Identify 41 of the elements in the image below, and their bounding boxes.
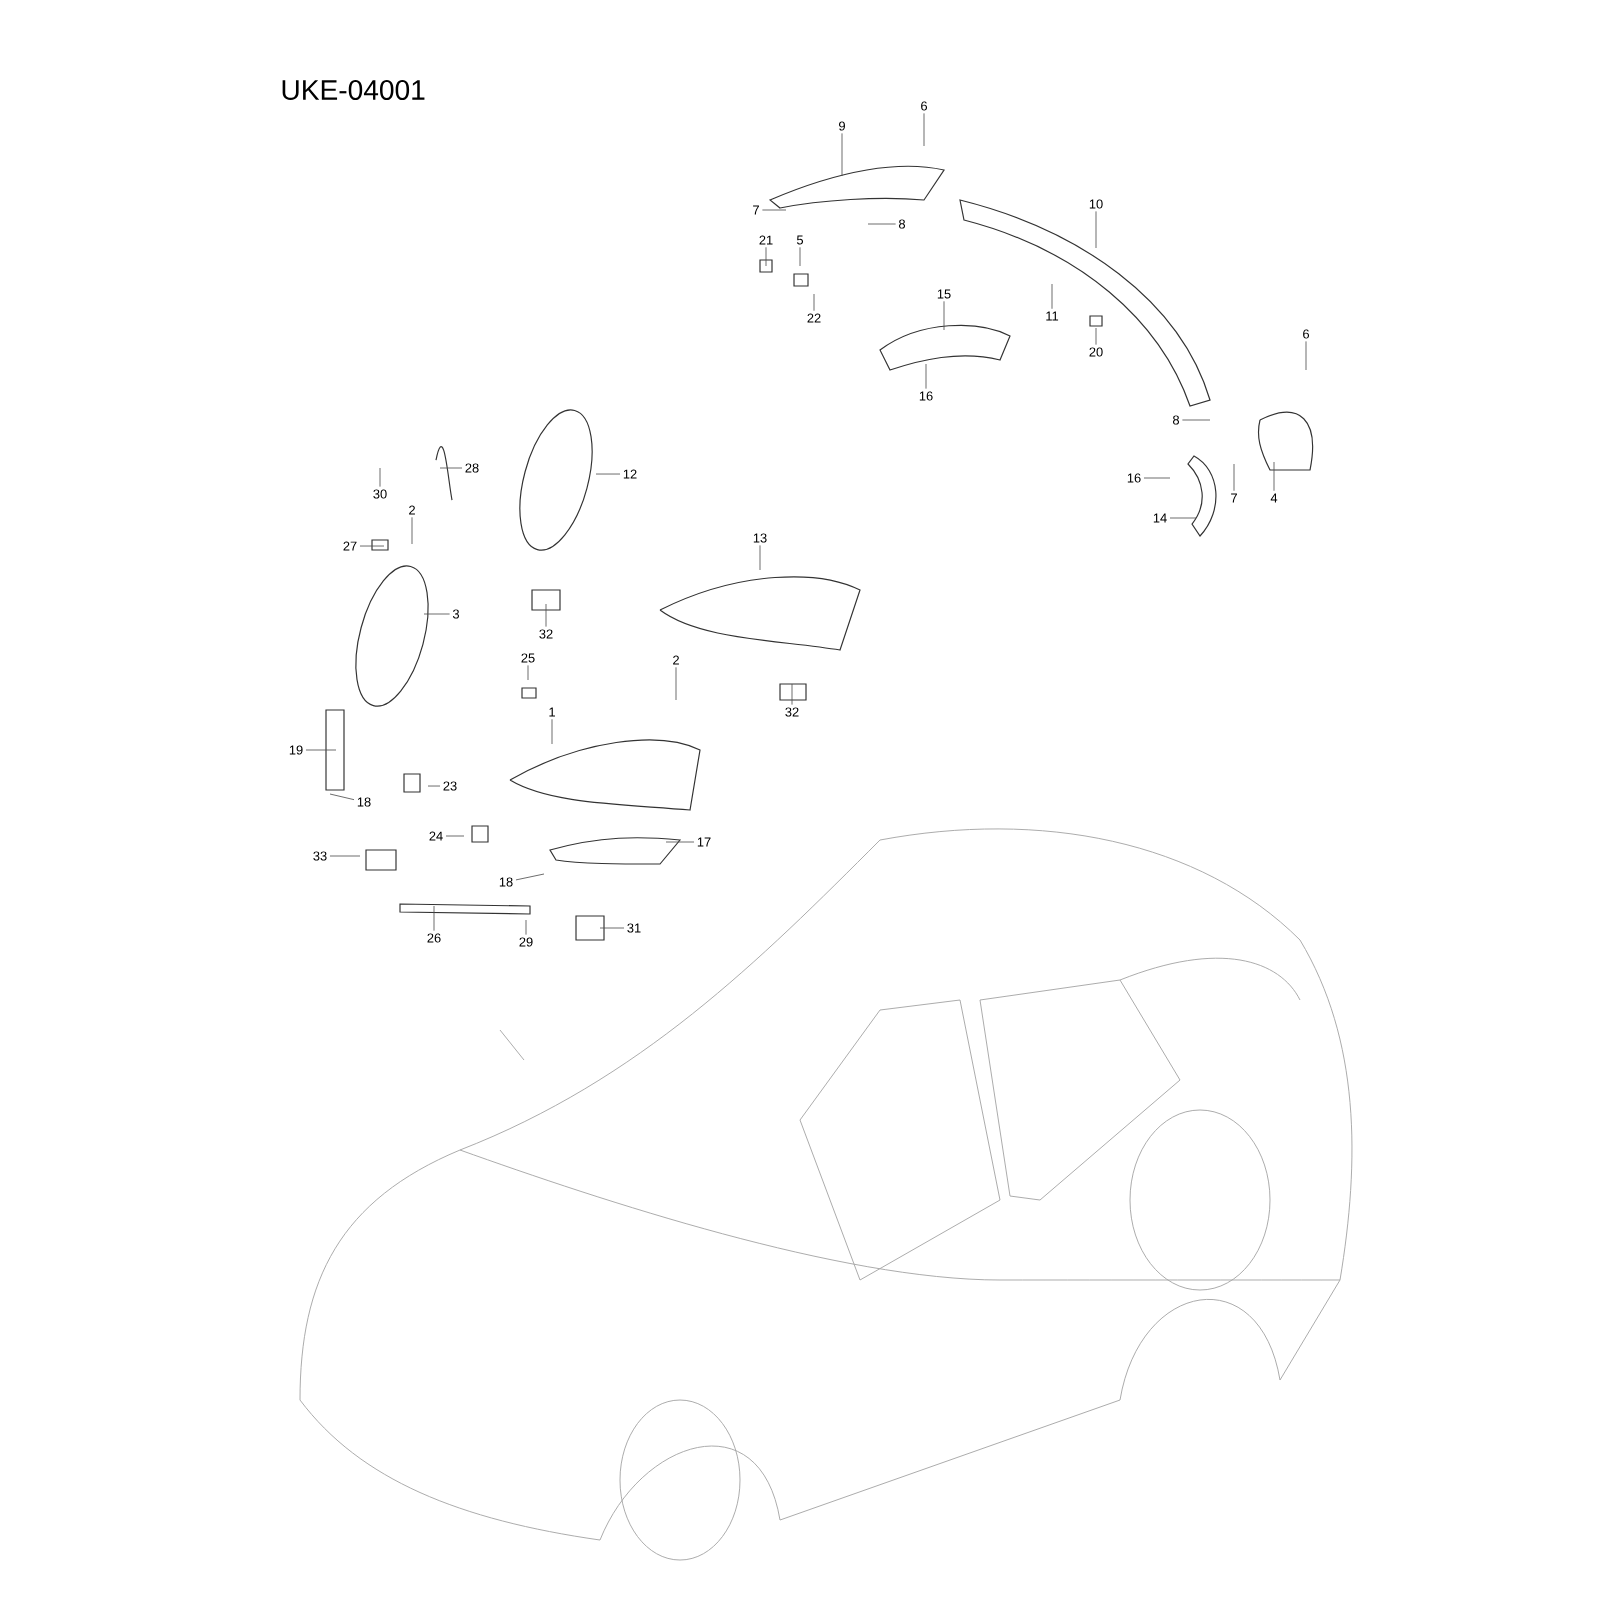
leader-line — [379, 467, 381, 488]
leader-line — [551, 718, 553, 745]
leader-line — [765, 246, 767, 267]
leader-line — [527, 665, 529, 681]
leader-line — [1143, 477, 1171, 479]
leader-line — [867, 223, 896, 225]
leader-line — [359, 545, 385, 547]
leader-line — [545, 603, 547, 628]
leader-line — [1233, 463, 1235, 492]
leader-line — [1182, 419, 1211, 421]
leader-line — [427, 785, 441, 787]
leader-line — [1273, 461, 1275, 492]
leader-line — [411, 516, 413, 545]
leader-line — [1169, 517, 1197, 519]
leader-line — [329, 855, 361, 857]
leader-line — [813, 293, 815, 312]
leader-line — [515, 873, 545, 881]
leader-line — [305, 749, 337, 751]
leader-line — [1305, 340, 1307, 371]
leader-line — [445, 835, 465, 837]
leader-line — [1095, 327, 1097, 346]
leader-line — [923, 112, 925, 147]
leader-line — [595, 473, 621, 475]
leader-line — [433, 905, 435, 932]
leader-line — [675, 666, 677, 701]
leader-line — [1095, 210, 1097, 249]
leader-line — [525, 919, 527, 936]
drawing-number: UKE-04001 — [282, 80, 425, 100]
leader-line — [841, 132, 843, 177]
leader-line — [925, 363, 927, 390]
leader-line — [329, 793, 355, 801]
leader-line — [943, 300, 945, 331]
leader-line — [791, 683, 793, 706]
leader-line — [439, 467, 463, 469]
leader-line — [762, 209, 787, 211]
leader-line — [665, 841, 695, 843]
leader-line — [799, 246, 801, 267]
leader-line — [423, 613, 451, 615]
leader-line — [1051, 283, 1053, 310]
leader-line — [599, 927, 625, 929]
leader-line — [759, 544, 761, 571]
